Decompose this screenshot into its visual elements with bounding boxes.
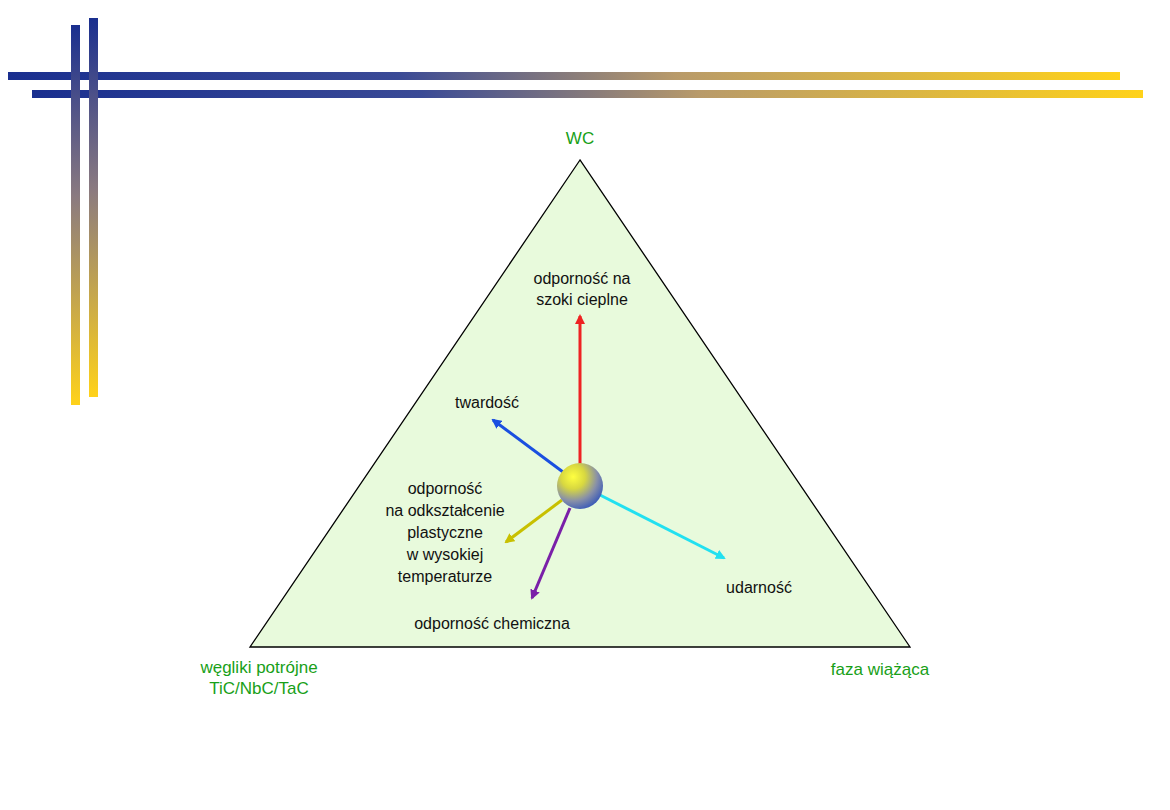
property-label: odporność chemiczna	[414, 613, 570, 634]
vertex-label: węgliki potrójne TiC/NbC/TaC	[200, 657, 317, 699]
property-label: odporność na szoki cieplne	[534, 268, 631, 310]
property-label: udarność	[726, 577, 792, 598]
property-label: odporność na odkształcenie plastyczne w …	[385, 478, 504, 588]
property-arrows	[493, 316, 724, 598]
property-label: twardość	[455, 392, 519, 413]
vertex-label: faza wiążąca	[831, 659, 929, 680]
composition-point	[557, 463, 603, 509]
composition-triangle	[250, 160, 910, 647]
vertex-label: WC	[566, 128, 594, 149]
